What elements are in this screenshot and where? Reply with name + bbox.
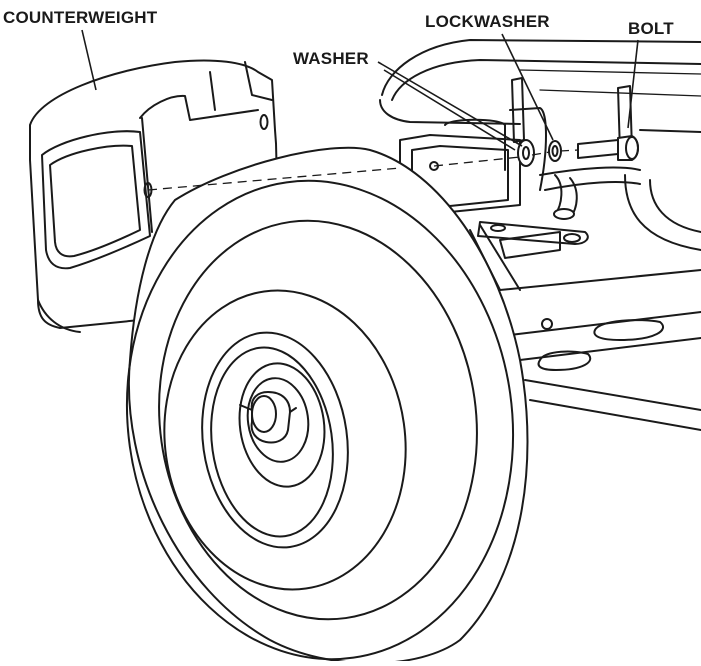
alignment-line [147,149,579,191]
bolt-label: BOLT [628,19,674,38]
leader-lines [81,29,639,151]
washer-part [517,139,535,167]
wheel [125,146,529,665]
mower-frame [379,39,701,431]
bolt-part [577,135,639,161]
lockwasher-part [548,140,562,162]
lockwasher-label: LOCKWASHER [425,12,550,31]
washer-label: WASHER [293,49,369,68]
counterweight-label: COUNTERWEIGHT [3,8,158,27]
